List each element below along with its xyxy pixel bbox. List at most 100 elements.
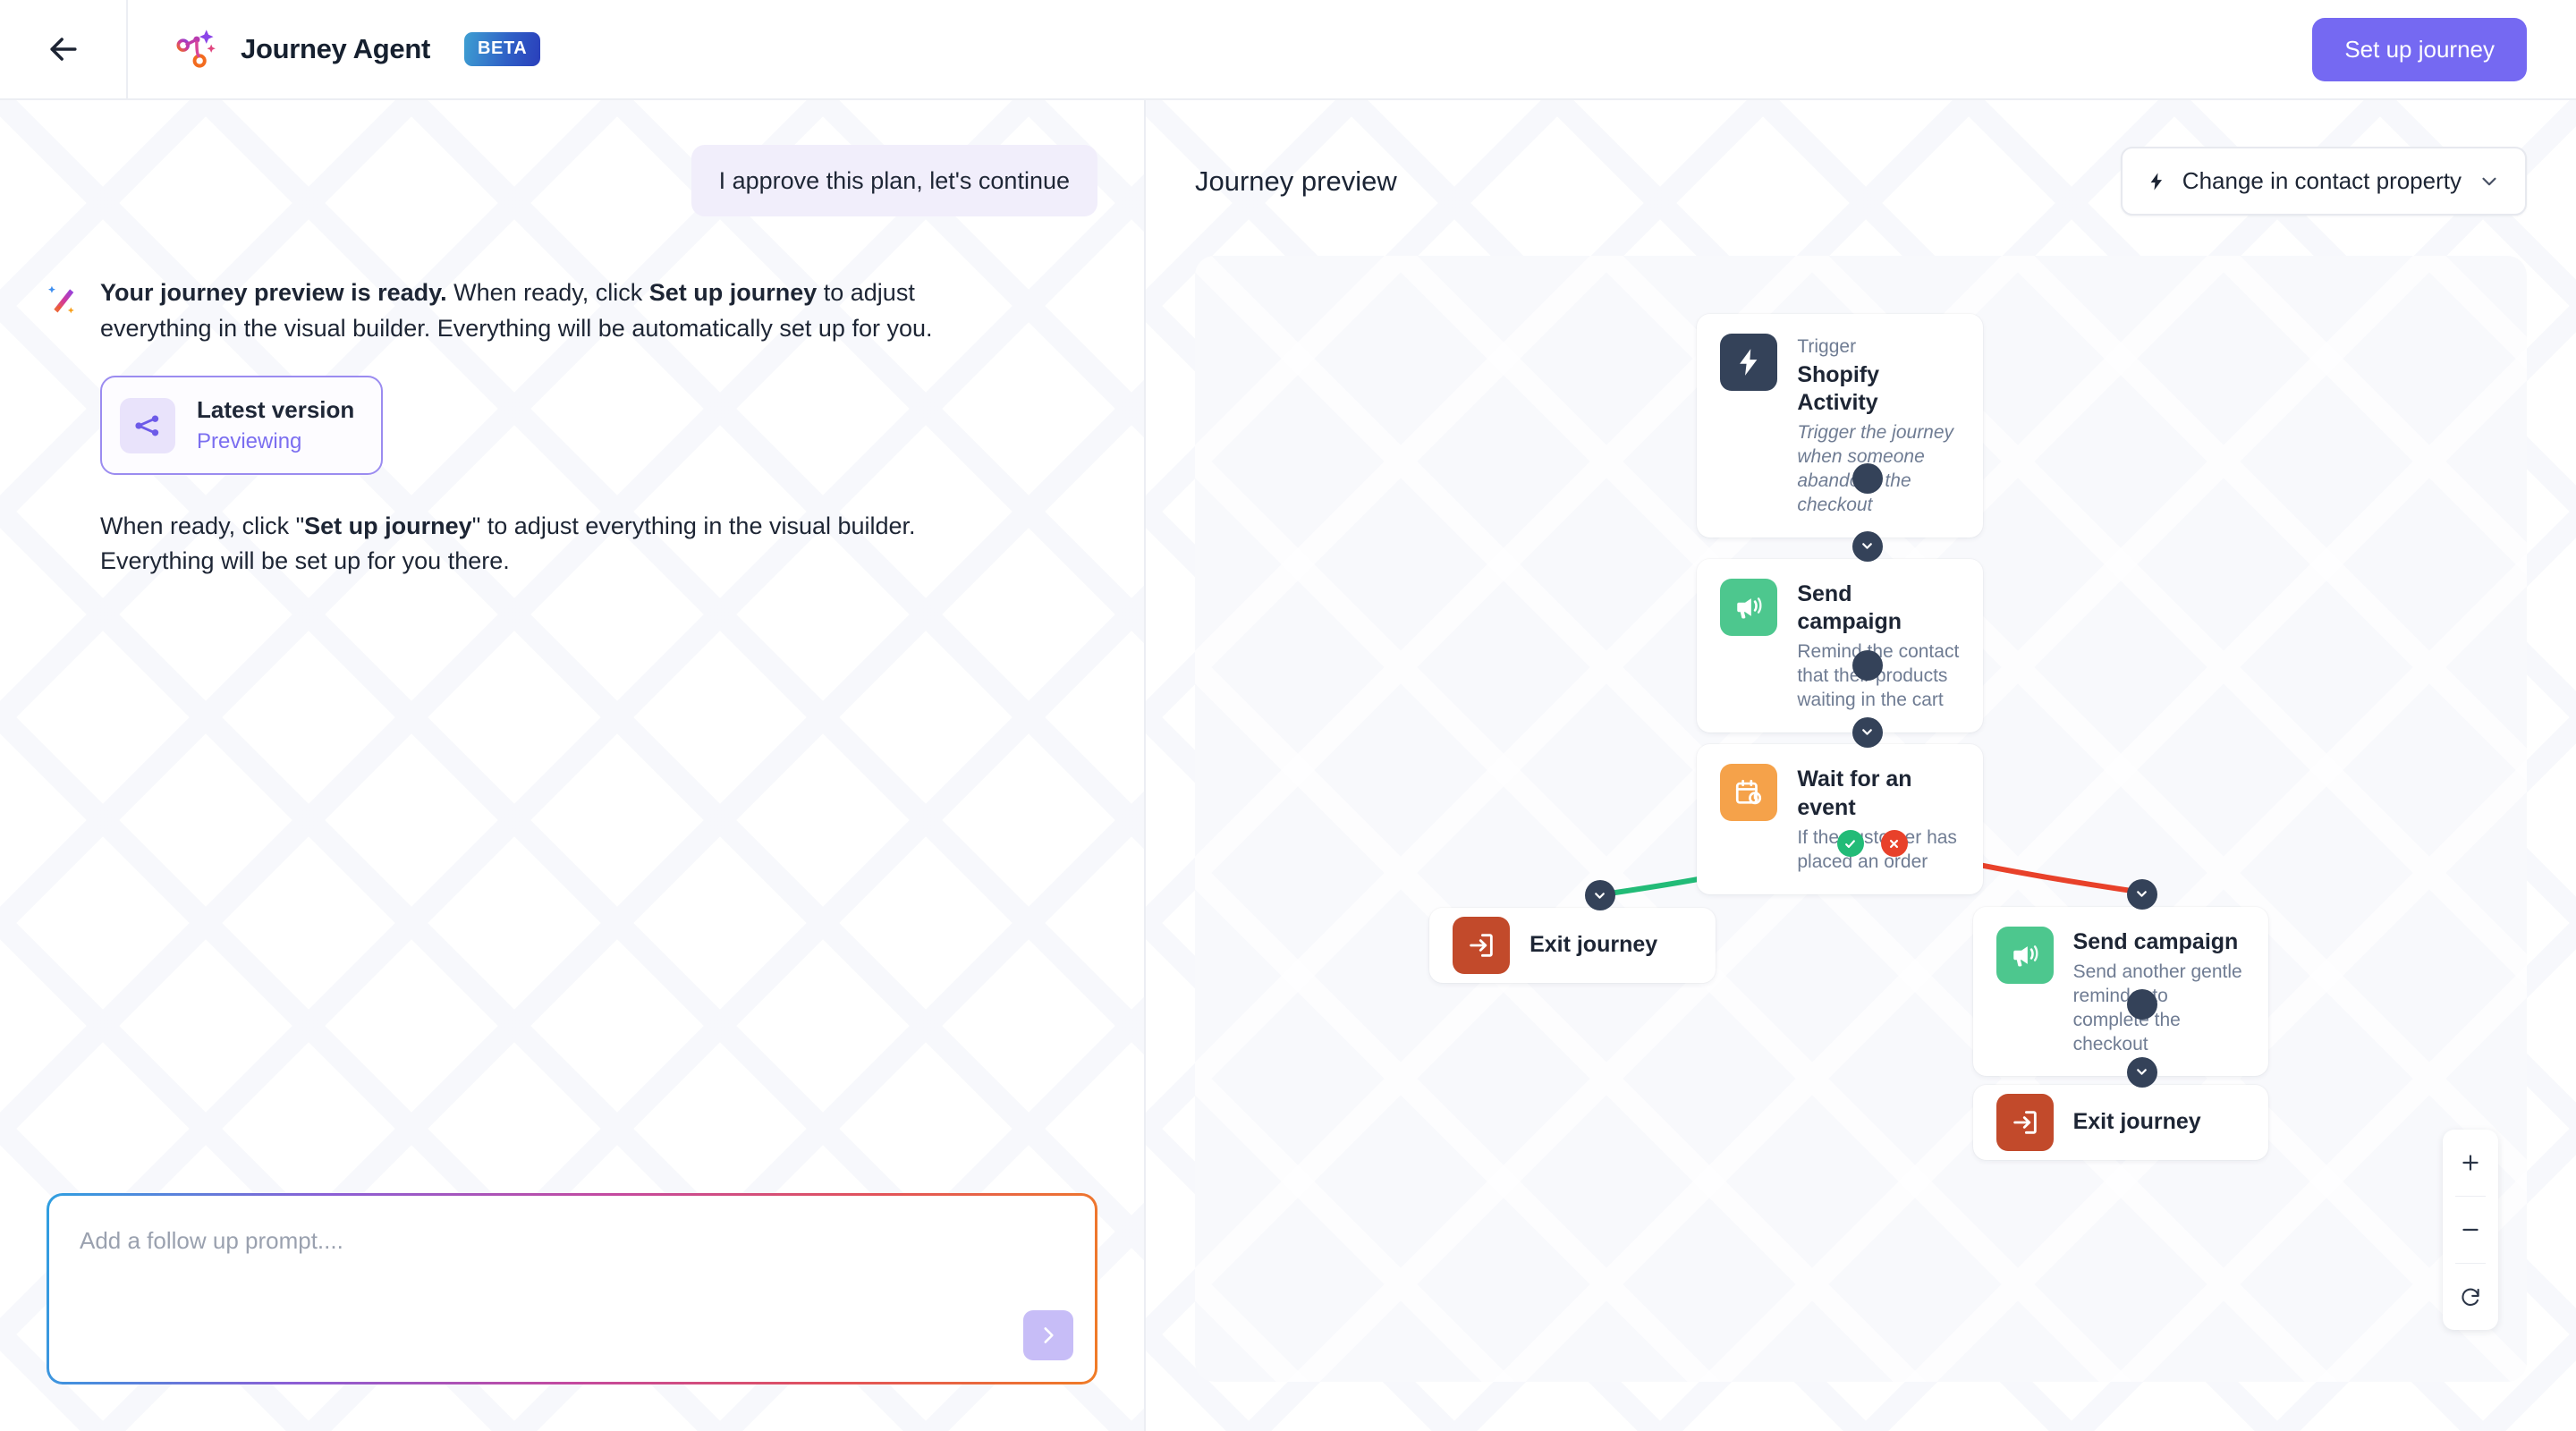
agent-closing-text: When ready, click "Set up journey" to ad…	[100, 509, 995, 580]
trigger-type-label: Change in contact property	[2182, 167, 2462, 194]
flow-node-exit-journey-right[interactable]: Exit journey	[1972, 1084, 2268, 1160]
app-title: Journey Agent	[241, 33, 430, 64]
agent-message-emphasis: Set up journey	[648, 279, 818, 307]
node-text: Send campaign Remind the contact that th…	[1797, 579, 1960, 713]
megaphone-icon	[1737, 597, 1762, 619]
agent-message-body: Your journey preview is ready. When read…	[100, 275, 995, 579]
node-icon-box	[1453, 916, 1511, 974]
top-bar: Journey Agent BETA Set up journey	[0, 0, 2576, 100]
lightning-bolt-icon	[2150, 172, 2162, 191]
chevron-down-icon	[2482, 177, 2496, 185]
zoom-controls	[2443, 1130, 2498, 1330]
megaphone-icon	[2012, 944, 2038, 967]
set-up-journey-button[interactable]: Set up journey	[2312, 17, 2527, 81]
version-card-title: Latest version	[197, 396, 355, 424]
body-split: I approve this plan, let's continue	[0, 100, 2576, 1431]
share-nodes-icon	[135, 415, 159, 436]
prompt-gradient-border	[47, 1193, 1097, 1384]
node-text: Wait for an event If the customer has pl…	[1797, 764, 1960, 874]
flow-port-in-exit-right[interactable]	[2126, 1056, 2157, 1088]
node-text: Exit journey	[1530, 931, 1657, 959]
lightning-bolt-icon	[1740, 349, 1758, 377]
flow-node-exit-journey-left[interactable]: Exit journey	[1429, 907, 1716, 983]
preview-header: Journey preview Change in contact proper…	[1146, 100, 2576, 216]
beta-badge: BETA	[463, 32, 541, 66]
agent-message-text: Your journey preview is ready. When read…	[100, 275, 995, 346]
node-title: Exit journey	[2072, 1108, 2201, 1134]
plus-icon	[2462, 1155, 2479, 1171]
journey-agent-logo	[176, 30, 216, 68]
zoom-out-button[interactable]	[2443, 1197, 2498, 1263]
reset-view-button[interactable]	[2443, 1264, 2498, 1330]
node-text: Trigger Shopify Activity Trigger the jou…	[1797, 334, 1960, 517]
node-icon-box	[1996, 1093, 2054, 1151]
send-prompt-button[interactable]	[1023, 1310, 1073, 1360]
node-title: Wait for an event	[1797, 766, 1912, 820]
flow-port-out-send-2[interactable]	[2126, 989, 2157, 1020]
arrow-left-icon	[49, 38, 77, 61]
minus-icon	[2462, 1228, 2479, 1232]
flow-port-in-send-1[interactable]	[1852, 530, 1883, 562]
node-text: Send campaign Send another gentle remind…	[2073, 927, 2245, 1057]
trigger-type-select[interactable]: Change in contact property	[2120, 147, 2527, 216]
follow-up-prompt-input[interactable]	[49, 1196, 1095, 1382]
version-card-text: Latest version Previewing	[197, 395, 354, 455]
flow-port-in-send-2[interactable]	[2126, 878, 2157, 910]
check-icon	[1845, 840, 1856, 848]
flow-port-in-exit-left[interactable]	[1584, 880, 1615, 911]
flow-node-trigger[interactable]: Trigger Shopify Activity Trigger the jou…	[1697, 314, 1984, 538]
canvas-wrapper: Trigger Shopify Activity Trigger the jou…	[1146, 216, 2576, 1431]
chat-message-list: I approve this plan, let's continue	[0, 100, 1144, 1193]
back-button[interactable]	[0, 0, 128, 99]
chevron-down-icon	[1862, 729, 1873, 735]
agent-message-tail: to adjust everything in the visual build…	[100, 279, 933, 342]
flow-node-send-campaign-1[interactable]: Send campaign Remind the contact that th…	[1697, 558, 1984, 732]
journey-canvas[interactable]: Trigger Shopify Activity Trigger the jou…	[1195, 256, 2527, 1382]
prompt-inner	[49, 1196, 1095, 1382]
node-icon-box	[1720, 334, 1778, 392]
node-description: Send another gentle reminder to complete…	[2072, 961, 2242, 1054]
journey-flow: Trigger Shopify Activity Trigger the jou…	[1195, 256, 2527, 1382]
exit-icon	[1470, 934, 1493, 957]
user-message-bubble: I approve this plan, let's continue	[691, 145, 1097, 217]
chat-pane: I approve this plan, let's continue	[0, 100, 1146, 1431]
node-title: Send campaign	[1797, 580, 1902, 634]
latest-version-card[interactable]: Latest version Previewing	[100, 376, 384, 475]
brand: Journey Agent BETA	[128, 26, 541, 72]
closing-post: " to adjust everything in the visual bui…	[100, 512, 916, 575]
flow-port-branch-no[interactable]	[1880, 830, 1908, 858]
node-description: If the customer has placed an order	[1797, 826, 1957, 872]
node-title: Shopify Activity	[1797, 361, 1880, 415]
exit-icon	[2012, 1110, 2037, 1134]
zoom-in-button[interactable]	[2443, 1130, 2498, 1196]
agent-message-rest: When ready, click	[446, 279, 649, 307]
prompt-area	[0, 1193, 1144, 1431]
node-icon-box	[1996, 926, 2054, 984]
flow-port-in-wait[interactable]	[1852, 716, 1883, 748]
node-icon-box	[1720, 578, 1778, 636]
chevron-down-icon	[2137, 1069, 2148, 1076]
x-icon	[1890, 839, 1899, 848]
flow-node-wait-for-event[interactable]: Wait for an event If the customer has pl…	[1697, 744, 1984, 894]
node-icon-box	[1720, 764, 1778, 822]
chevron-down-icon	[1862, 543, 1873, 550]
flow-port-out-trigger[interactable]	[1852, 463, 1883, 495]
preview-title: Journey preview	[1195, 165, 1397, 197]
journey-preview-pane: Journey preview Change in contact proper…	[1146, 100, 2576, 1431]
flow-port-branch-yes[interactable]	[1836, 830, 1864, 858]
flow-node-send-campaign-2[interactable]: Send campaign Send another gentle remind…	[1972, 906, 2268, 1077]
chevron-down-icon	[2137, 891, 2148, 898]
agent-message-row: Your journey preview is ready. When read…	[47, 275, 1097, 579]
calendar-clock-icon	[1736, 780, 1762, 805]
closing-emphasis: Set up journey	[304, 512, 472, 539]
user-message-row: I approve this plan, let's continue	[47, 145, 1097, 217]
flow-port-out-send-1[interactable]	[1852, 650, 1883, 682]
chevron-right-icon	[1044, 1327, 1054, 1343]
node-kicker: Trigger	[1797, 336, 1857, 358]
node-description: Remind the contact that their products w…	[1797, 641, 1960, 710]
version-card-status: Previewing	[197, 428, 302, 453]
node-title: Send campaign	[2072, 928, 2239, 954]
magic-wand-icon	[48, 286, 74, 314]
agent-message-lead: Your journey preview is ready.	[100, 279, 447, 307]
